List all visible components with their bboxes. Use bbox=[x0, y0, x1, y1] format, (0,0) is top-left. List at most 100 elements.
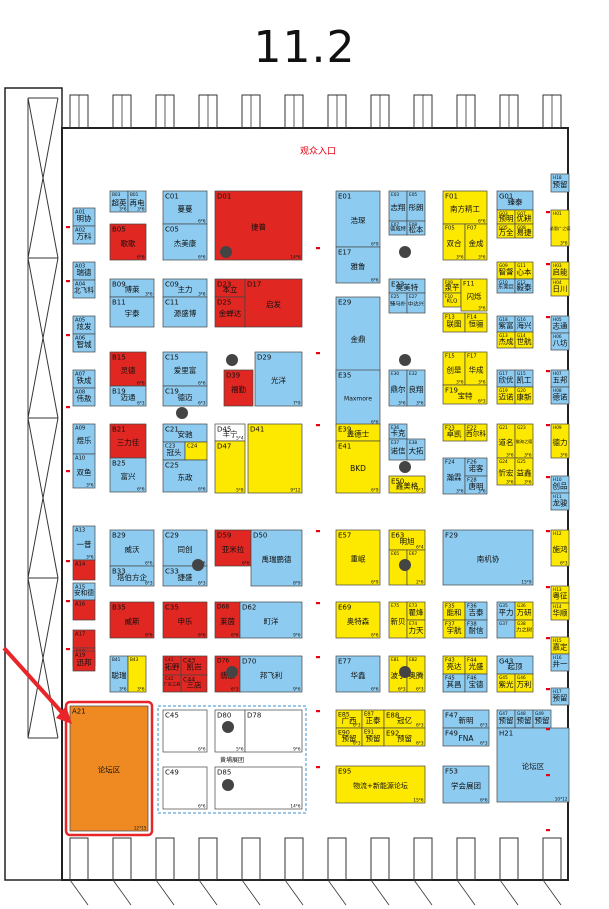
booth-g37[interactable]: G37 bbox=[496, 619, 516, 639]
booth-c24[interactable]: C24 bbox=[184, 441, 208, 461]
booth-a14[interactable]: A14 bbox=[72, 559, 96, 581]
booth-e29[interactable]: E29金鼎6*12 bbox=[335, 296, 381, 380]
booth-a17[interactable]: A17 bbox=[72, 629, 96, 649]
